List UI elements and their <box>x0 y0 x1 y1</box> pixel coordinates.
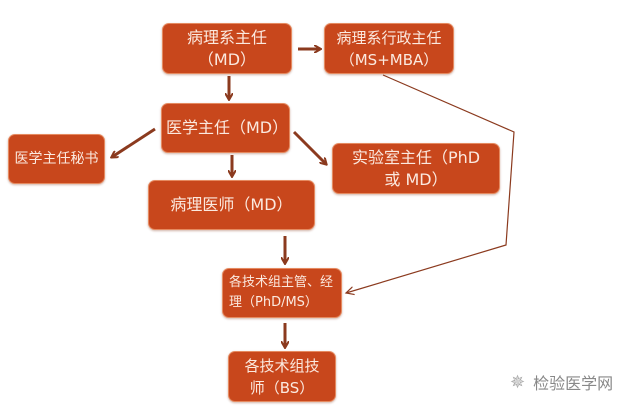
arrow-admin-to-supervisor <box>346 74 515 293</box>
node-technologist: 各技术组技师（BS） <box>228 351 336 402</box>
arrow-medical-director-to-lab-director <box>292 130 326 164</box>
watermark: ✵ 检验医学网 <box>510 370 613 394</box>
node-secretary: 医学主任秘书 <box>8 134 105 184</box>
arrow-medical-director-to-secretary <box>112 127 156 157</box>
node-pathology-chair: 病理系主任（MD） <box>162 23 292 74</box>
node-admin-director: 病理系行政主任（MS+MBA） <box>324 23 454 74</box>
node-lab-director: 实验室主任（PhD 或 MD） <box>332 143 500 194</box>
node-pathologist: 病理医师（MD） <box>148 180 315 230</box>
chat-bubble-icon: ✵ <box>510 371 526 393</box>
node-medical-director: 医学主任（MD） <box>161 103 290 153</box>
node-supervisor: 各技术组主管、经理（PhD/MS） <box>222 268 342 318</box>
watermark-text: 检验医学网 <box>533 374 614 393</box>
